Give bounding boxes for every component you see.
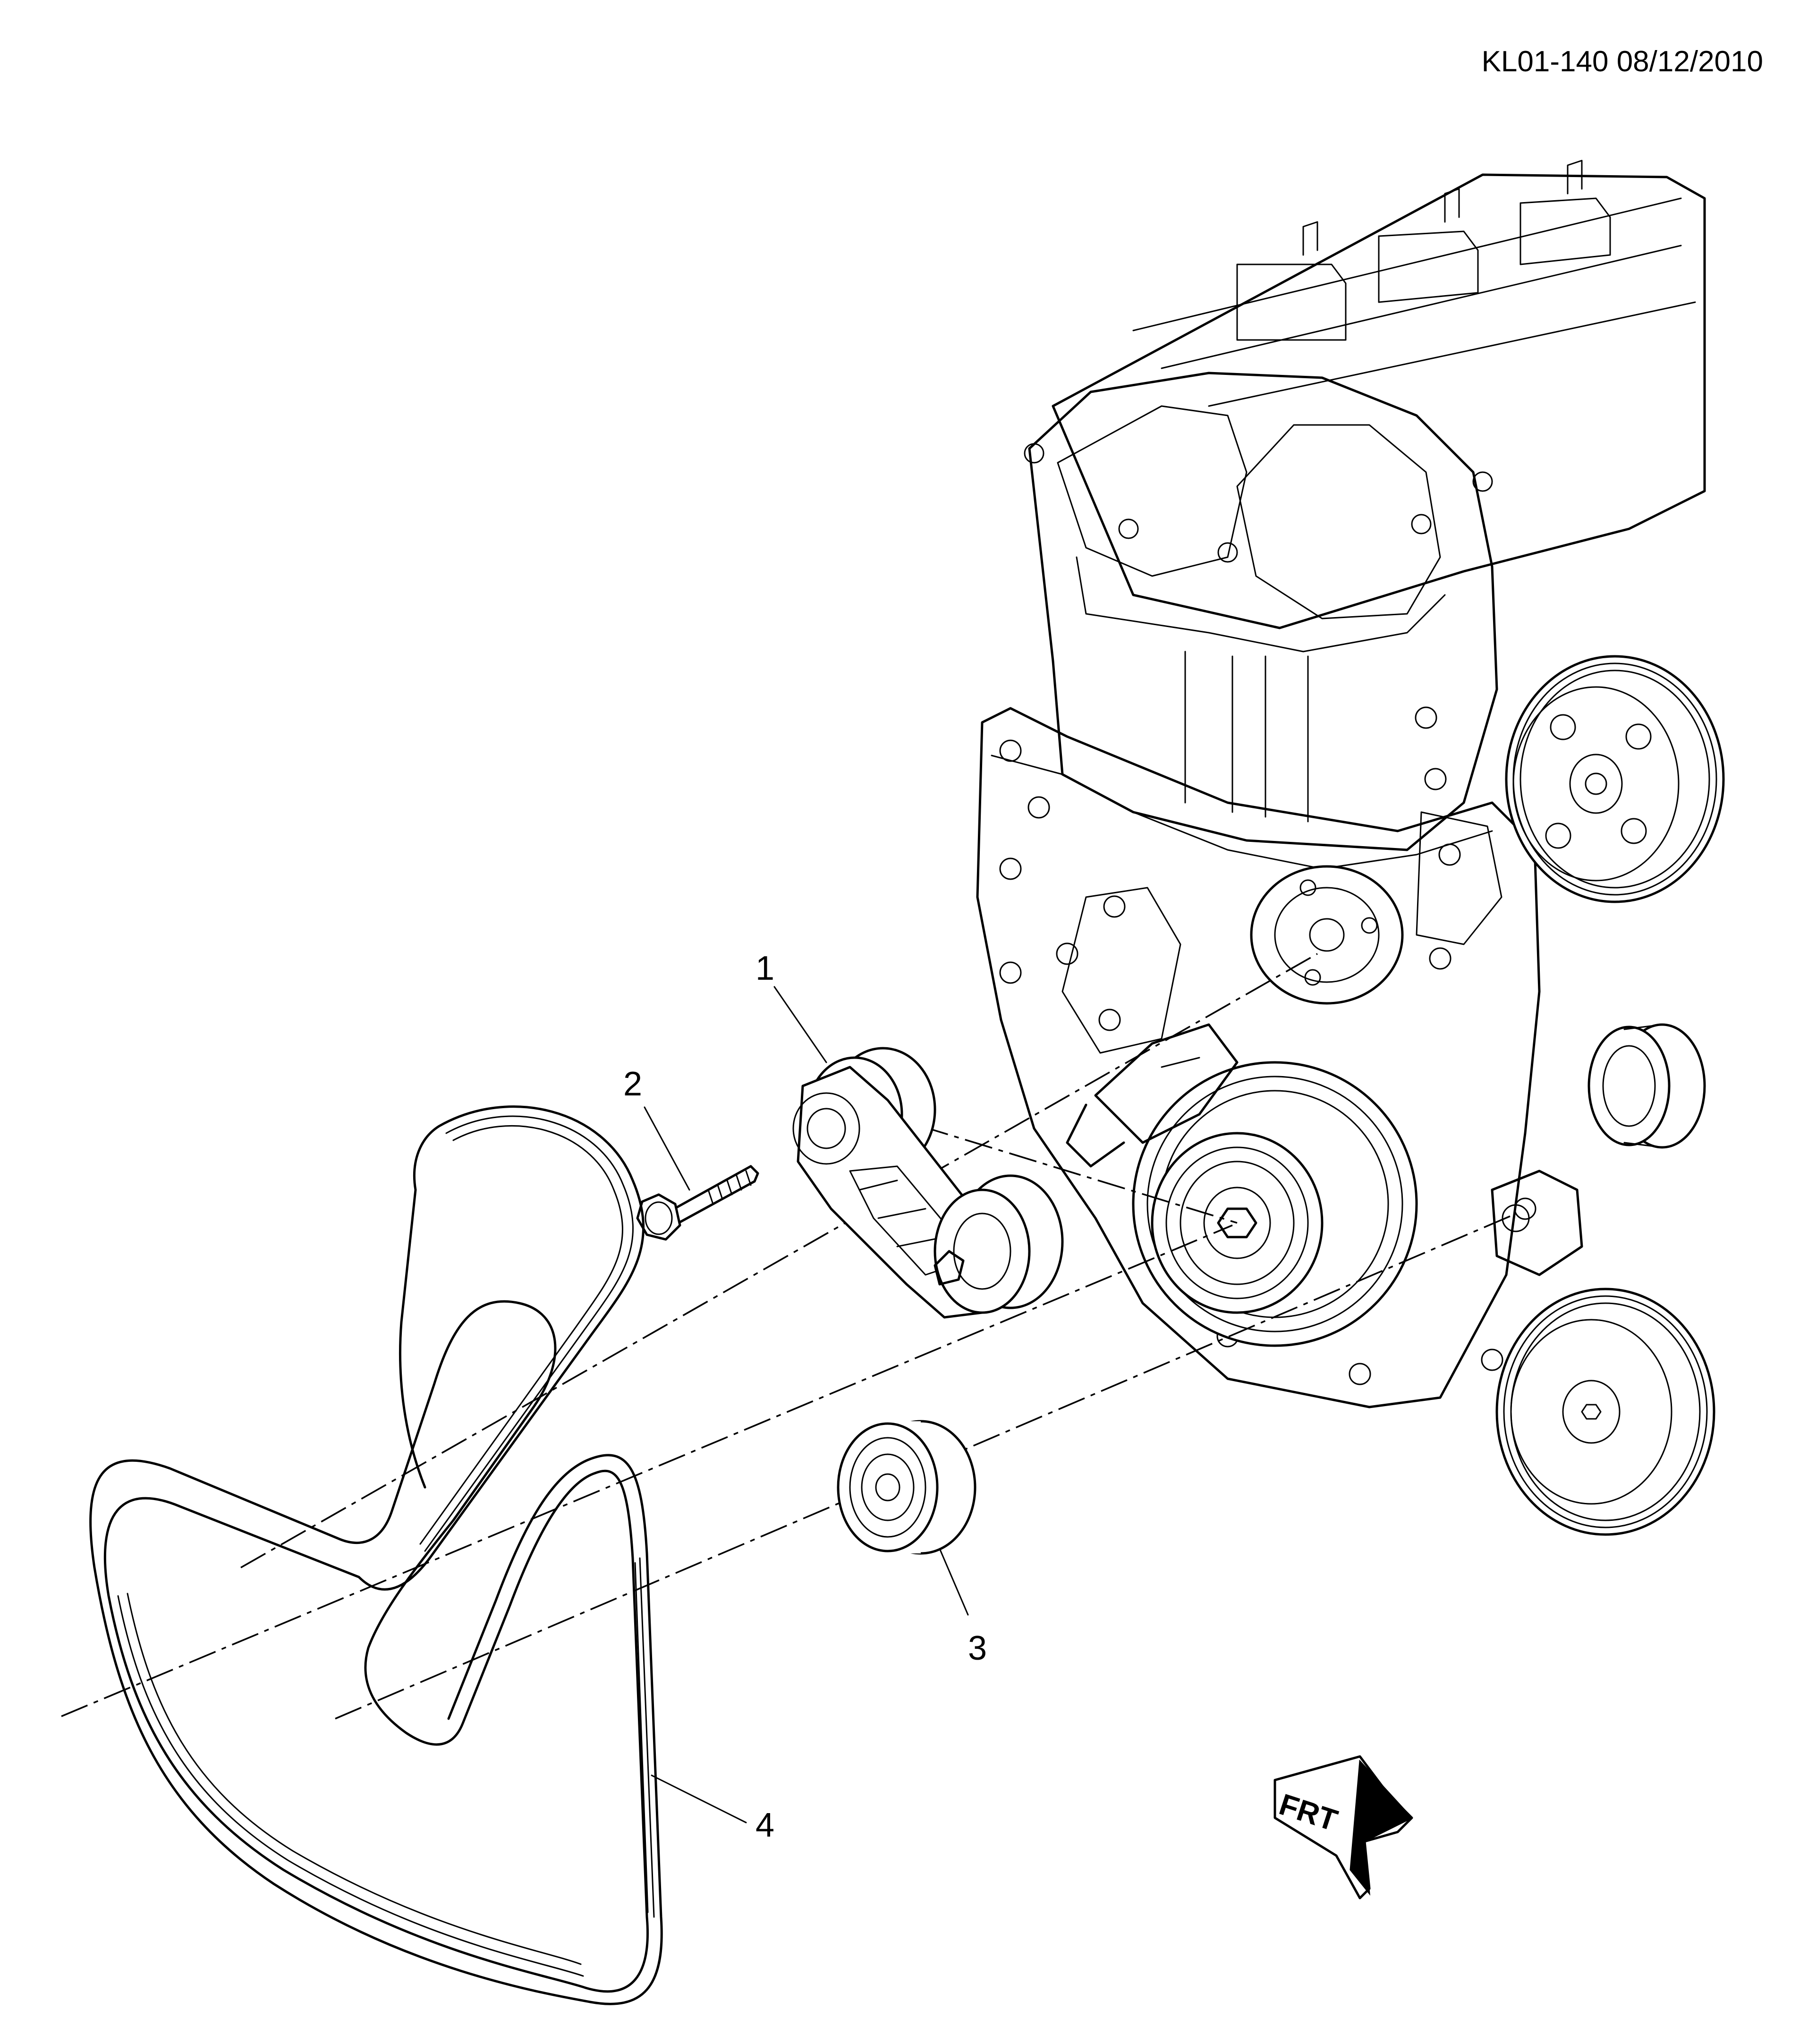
centerline-tensioner-lower <box>920 1125 1238 1224</box>
power-steering-pulley <box>1505 655 1725 903</box>
centerline-tensioner <box>240 953 1318 1569</box>
ac-compressor-pulley <box>1495 1288 1715 1536</box>
drive-belt-tensioner <box>792 1047 1064 1319</box>
callout-leaders <box>644 986 969 1823</box>
leader-4 <box>651 1774 747 1823</box>
thermostat-outlet <box>1066 1023 1239 1168</box>
centerline-bolt-to-crank <box>61 1224 1233 1717</box>
camshaft-cover <box>1052 160 1706 629</box>
lower-timing-cover <box>976 706 1541 1408</box>
water-pump-pulley <box>1250 865 1404 1005</box>
leader-3 <box>939 1548 969 1616</box>
callout-4: 4 <box>755 1807 774 1844</box>
engine-assembly <box>976 160 1725 1536</box>
callout-3: 3 <box>968 1629 987 1667</box>
callout-1: 1 <box>755 950 774 987</box>
leader-1 <box>773 986 827 1063</box>
upper-timing-cover <box>1024 372 1498 851</box>
leader-2 <box>644 1106 690 1191</box>
serpentine-drive-belt <box>89 1105 663 2005</box>
alternator-pulley <box>1587 1023 1706 1149</box>
tensioner-mount-bracket <box>1491 1170 1583 1276</box>
callout-2: 2 <box>623 1065 642 1103</box>
document-id: KL01-140 08/12/2010 <box>1481 45 1763 78</box>
frt-orientation-arrow: FRT <box>1273 1755 1413 1900</box>
idler-pulley <box>837 1420 976 1555</box>
tensioner-bolt <box>636 1165 759 1241</box>
